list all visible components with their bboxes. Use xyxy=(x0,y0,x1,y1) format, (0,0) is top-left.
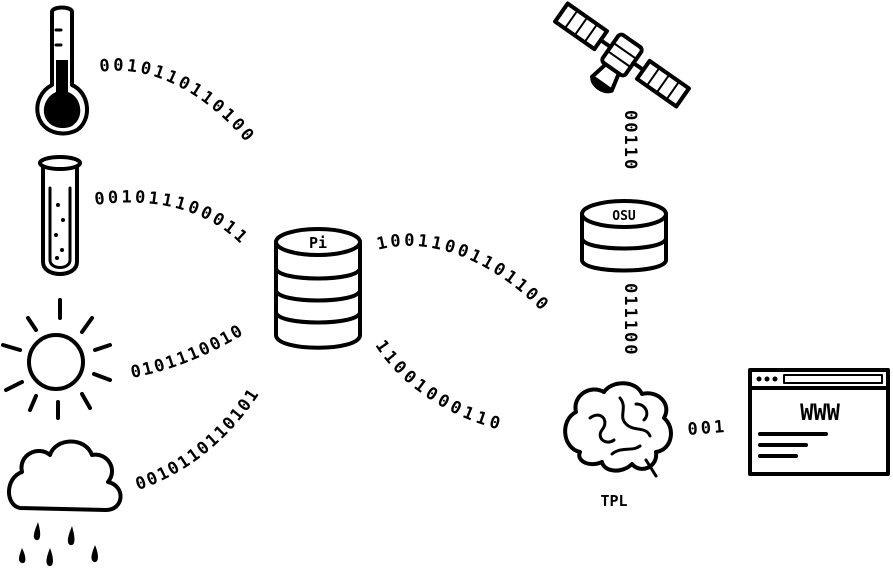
pi-brain-upper-stream: 10011001101100 xyxy=(375,231,554,317)
osu-database-icon: OSU xyxy=(580,199,668,273)
test-tube-stream: 001011100011 xyxy=(93,187,253,249)
browser-window-icon: WWW xyxy=(748,368,890,476)
thermometer-icon xyxy=(35,5,90,136)
satellite-icon xyxy=(553,1,691,109)
thermometer-stream: 0010110110100 xyxy=(99,56,260,148)
pi-brain-lower-stream: 11001000110 xyxy=(371,336,506,435)
www-label: WWW xyxy=(800,401,840,426)
osu-label: OSU xyxy=(612,209,636,224)
satellite-stream: 00110 xyxy=(620,110,640,171)
osu-stream: 011100 xyxy=(620,283,640,357)
pi-database-icon: Pi xyxy=(274,227,362,350)
pi-label: Pi xyxy=(309,234,327,252)
tpl-label: TPL xyxy=(600,492,627,510)
sun-icon xyxy=(1,298,112,420)
test-tube-icon xyxy=(38,155,82,276)
web-stream: 001 xyxy=(687,417,728,440)
rain-cloud-icon xyxy=(7,439,123,567)
cloud-stream: 0010110110101 xyxy=(133,384,264,495)
brain-icon: TPL xyxy=(563,381,673,510)
sun-stream: 0101110010 xyxy=(129,320,248,383)
